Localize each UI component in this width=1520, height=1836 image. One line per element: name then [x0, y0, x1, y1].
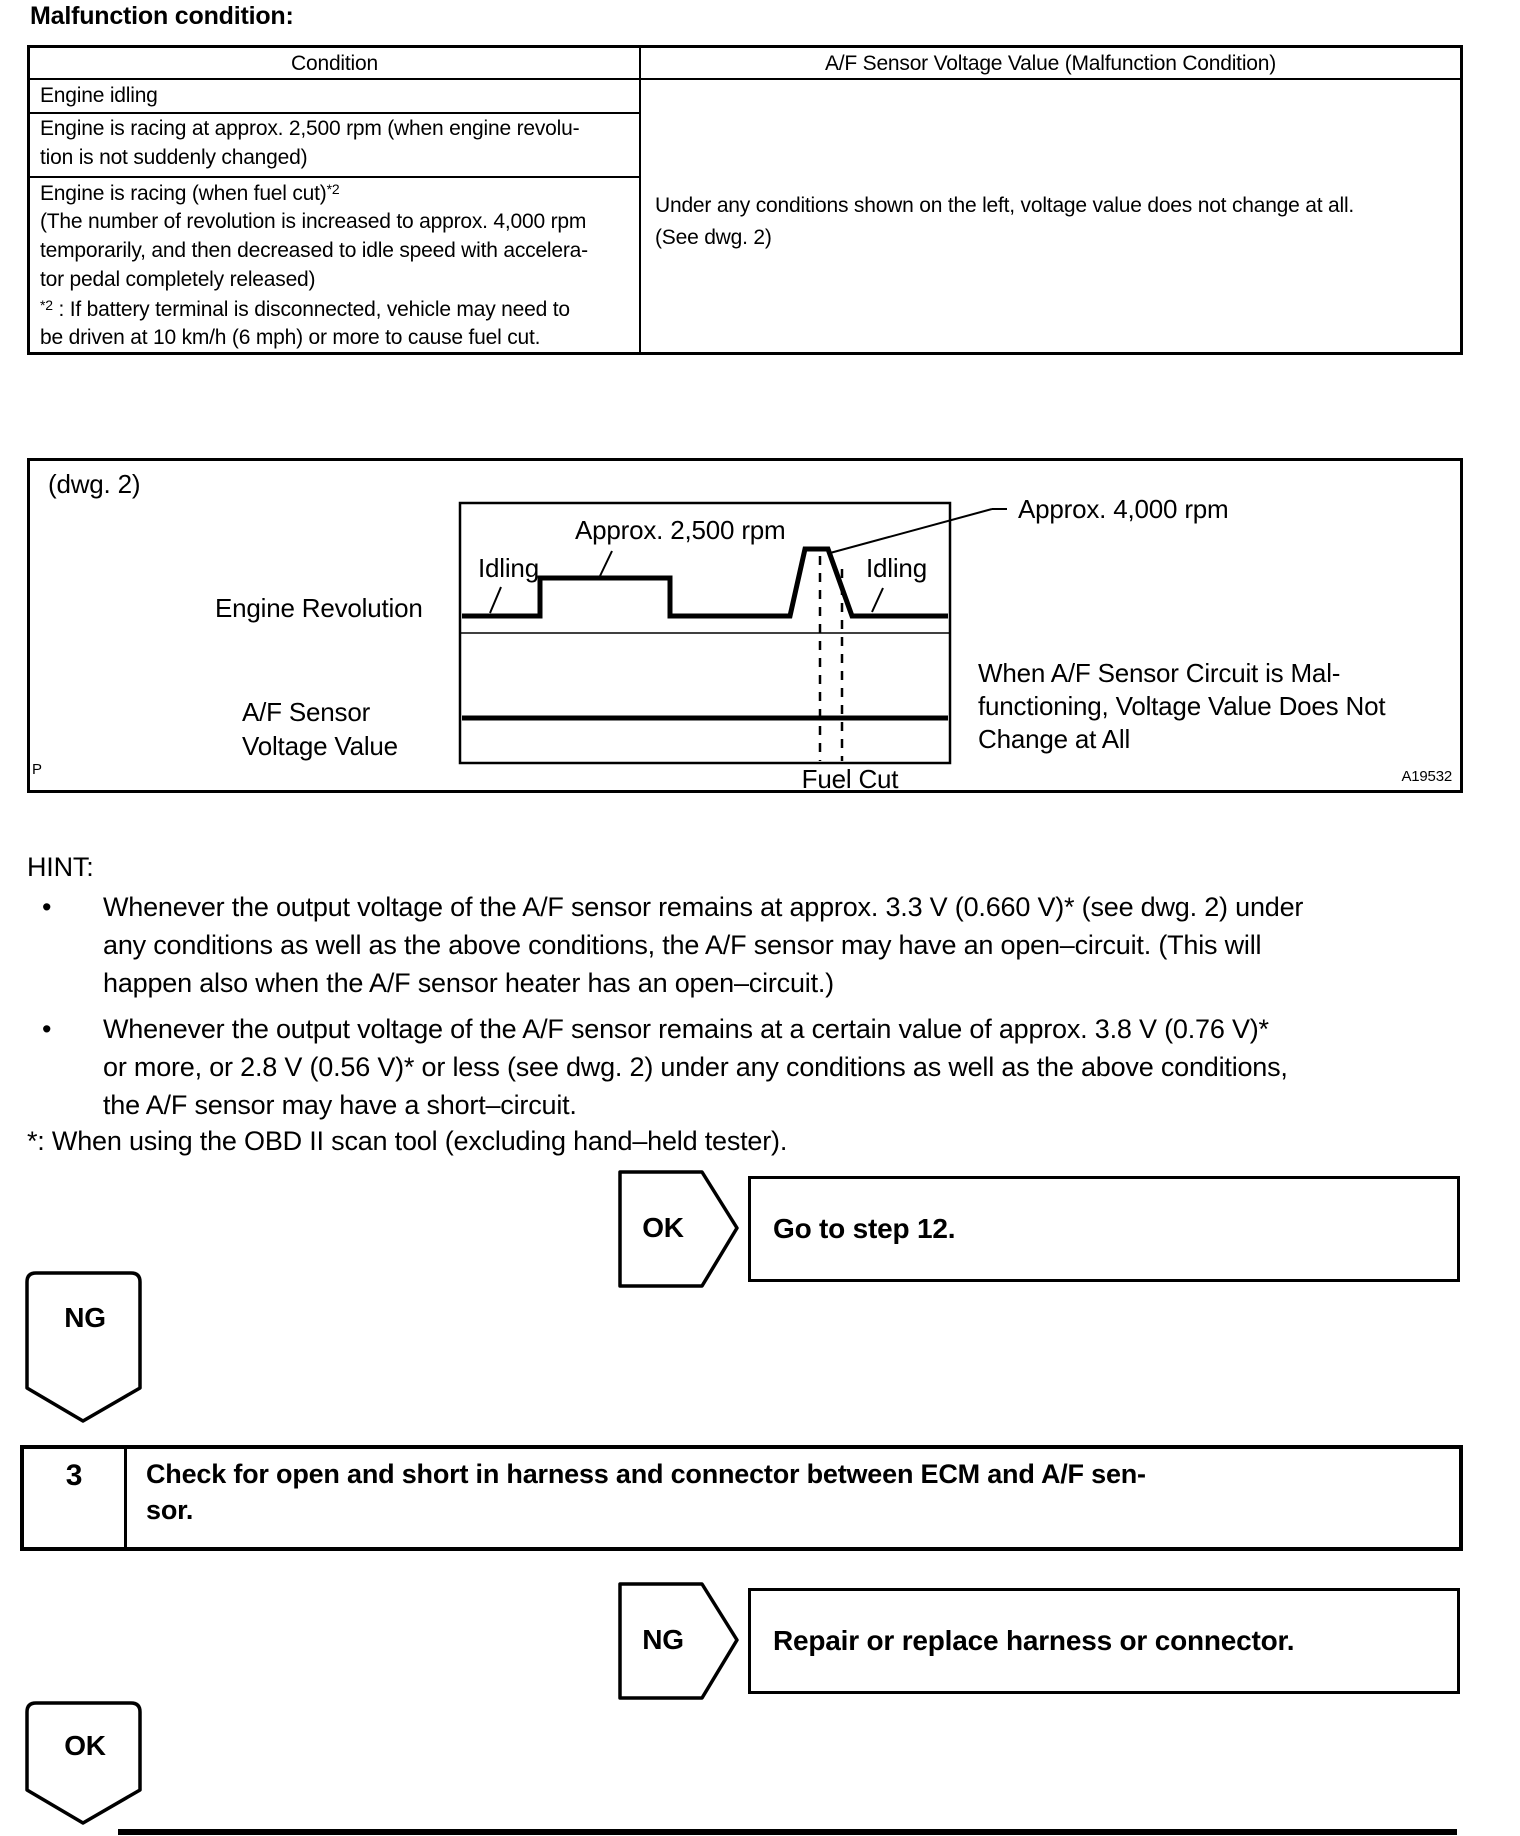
- condition-row-racing-line2: tion is not suddenly changed): [40, 146, 308, 169]
- next-section-top-rule: [118, 1829, 1457, 1835]
- footnote-marker: *2: [326, 181, 340, 197]
- table-header-rule: [30, 78, 1460, 80]
- condition-row-fuelcut-line1: Engine is racing (when fuel cut)*2: [40, 181, 340, 206]
- dwg2-figure: (dwg. 2) Engine Revolution A/F Sensor Vo…: [27, 458, 1463, 794]
- step-number-divider: [124, 1449, 127, 1547]
- hint-bullet1-line3: happen also when the A/F sensor heater h…: [103, 968, 834, 998]
- engine-revolution-waveform: [462, 546, 948, 619]
- condition-row-fuelcut-line4: tor pedal completely released): [40, 268, 316, 291]
- figure-code: A19532: [1401, 768, 1452, 785]
- bullet-icon: •: [42, 892, 52, 922]
- idling-right-label: Idling: [866, 553, 927, 583]
- ok-arrow-label: OK: [642, 1212, 684, 1243]
- hint-bullet1-line2: any conditions as well as the above cond…: [103, 930, 1262, 960]
- approx-4000-leader: [829, 508, 993, 554]
- bullet-icon: •: [42, 1014, 52, 1044]
- approx-4000-label: Approx. 4,000 rpm: [1018, 494, 1229, 524]
- idling-left-leader: [489, 586, 502, 614]
- column-header-condition: Condition: [291, 52, 378, 75]
- ok-result-text: Go to step 12.: [773, 1213, 956, 1244]
- af-sensor-label-line1: A/F Sensor: [242, 697, 371, 727]
- ok-result-box: Go to step 12.: [748, 1176, 1460, 1282]
- page-title: Malfunction condition:: [30, 2, 294, 30]
- ng-pointer-shape: [25, 1271, 142, 1423]
- idling-left-label: Idling: [478, 553, 539, 583]
- condition-row-fuelcut-line3: temporarily, and then decreased to idle …: [40, 239, 588, 262]
- hint-bullet1-line1: Whenever the output voltage of the A/F s…: [103, 892, 1304, 922]
- malfunction-note: When A/F Sensor Circuit is Mal- function…: [978, 657, 1386, 756]
- malfunction-note-line1: When A/F Sensor Circuit is Mal-: [978, 658, 1341, 688]
- table-row1-rule: [30, 112, 639, 114]
- hint-label: HINT:: [27, 852, 94, 882]
- page-mark: P: [32, 761, 42, 778]
- fuelcut-text: Engine is racing (when fuel cut): [40, 182, 327, 205]
- ng-pointer-label: NG: [64, 1302, 106, 1333]
- ok-pointer-label: OK: [64, 1730, 106, 1761]
- dwg-label: (dwg. 2): [48, 469, 141, 499]
- footnote-marker: *2: [40, 297, 53, 313]
- malfunction-condition-table: Condition A/F Sensor Voltage Value (Malf…: [27, 45, 1463, 355]
- engine-revolution-label: Engine Revolution: [215, 593, 423, 623]
- ng-result-text: Repair or replace harness or connector.: [773, 1625, 1295, 1656]
- column-header-voltage: A/F Sensor Voltage Value (Malfunction Co…: [824, 52, 1277, 75]
- step-text-line1: Check for open and short in harness and …: [146, 1459, 1146, 1489]
- ng-result-box: Repair or replace harness or connector.: [748, 1588, 1460, 1694]
- waveform-plot: [458, 501, 1007, 765]
- table-column-divider: [639, 48, 641, 352]
- ng-arrow-label: NG: [642, 1624, 684, 1655]
- idling-right-leader: [871, 587, 884, 613]
- hint-footnote: *: When using the OBD II scan tool (excl…: [27, 1126, 788, 1156]
- malfunction-note-line3: Change at All: [978, 724, 1131, 754]
- malfunction-note-line2: functioning, Voltage Value Does Not: [978, 691, 1386, 721]
- step-text-line2: sor.: [146, 1495, 194, 1525]
- step-number: 3: [65, 1459, 83, 1492]
- condition-row-fuelcut-line2: (The number of revolution is increased t…: [40, 210, 587, 233]
- footnote-text: : If battery terminal is disconnected, v…: [52, 298, 570, 321]
- ok-arrow-shape: [618, 1170, 739, 1288]
- voltage-cell-line1: Under any conditions shown on the left, …: [655, 194, 1355, 217]
- ng-arrow-shape: [618, 1582, 739, 1700]
- table-row2-rule: [30, 176, 639, 178]
- hint-bullet2-line1: Whenever the output voltage of the A/F s…: [103, 1014, 1269, 1044]
- fuel-cut-label: Fuel Cut: [801, 764, 899, 794]
- af-sensor-label-line2: Voltage Value: [242, 731, 398, 761]
- step-3-bar: 3 Check for open and short in harness an…: [20, 1445, 1463, 1551]
- ok-pointer-shape: [25, 1701, 142, 1825]
- approx-2500-leader: [599, 550, 613, 577]
- approx-2500-label: Approx. 2,500 rpm: [575, 515, 786, 545]
- hint-bullet2-line2: or more, or 2.8 V (0.56 V)* or less (see…: [103, 1052, 1288, 1082]
- voltage-cell-line2: (See dwg. 2): [655, 226, 772, 249]
- condition-row-idling: Engine idling: [40, 84, 158, 107]
- condition-row-fuelcut-line6: be driven at 10 km/h (6 mph) or more to …: [40, 326, 541, 349]
- hint-bullet2-line3: the A/F sensor may have a short–circuit.: [103, 1090, 577, 1120]
- condition-row-racing-line1: Engine is racing at approx. 2,500 rpm (w…: [40, 117, 580, 140]
- condition-row-fuelcut-line5: *2 : If battery terminal is disconnected…: [40, 297, 570, 322]
